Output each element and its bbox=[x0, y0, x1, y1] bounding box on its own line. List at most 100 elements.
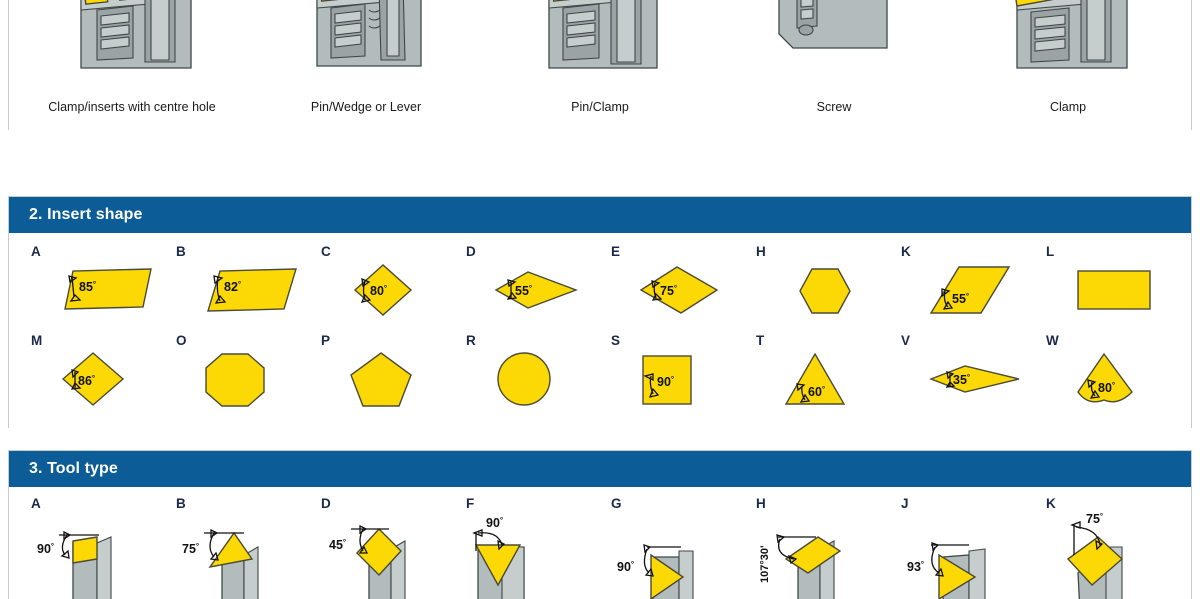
pin-clamp-icon bbox=[525, 0, 675, 86]
insert-angle: 55 bbox=[952, 292, 966, 306]
insert-shape-item-s[interactable]: S 90° bbox=[611, 324, 756, 413]
svg-text:55°: 55° bbox=[952, 292, 969, 306]
insert-shape-code: T bbox=[756, 333, 765, 348]
pin-wedge-icon bbox=[291, 0, 441, 86]
rhombic-35-icon: 35° bbox=[929, 352, 1039, 408]
rhombic-55-icon: 55° bbox=[494, 263, 604, 319]
clamping-item[interactable]: Screw bbox=[717, 0, 951, 130]
insert-shape-code: W bbox=[1046, 333, 1059, 348]
octagon-icon bbox=[204, 352, 314, 408]
svg-text:60°: 60° bbox=[808, 385, 825, 399]
tool-h-icon: 107°30' bbox=[759, 511, 902, 599]
clamping-item-label: Clamp bbox=[1049, 100, 1087, 114]
svg-text:82°: 82° bbox=[224, 280, 241, 294]
square-90-icon: 90° bbox=[639, 352, 749, 408]
tool-type-item-j[interactable]: J 93° bbox=[901, 487, 1046, 599]
tool-angle: 75 bbox=[182, 542, 196, 556]
svg-text:45°: 45° bbox=[329, 538, 346, 552]
clamping-system-section: Clamp/inserts with centre hole bbox=[8, 0, 1192, 130]
insert-shape-code: A bbox=[31, 244, 41, 259]
clamping-item[interactable]: Pin/Wedge or Lever bbox=[249, 0, 483, 130]
tool-g-icon: 90° bbox=[617, 511, 757, 599]
insert-shape-code: D bbox=[466, 244, 476, 259]
insert-shape-code: C bbox=[321, 244, 331, 259]
insert-shape-item-v[interactable]: V 35° bbox=[901, 324, 1046, 413]
tool-j-icon: 93° bbox=[907, 511, 1047, 599]
insert-shape-item-w[interactable]: W 80° bbox=[1046, 324, 1191, 413]
clamping-item-label: Pin/Wedge or Lever bbox=[310, 100, 422, 114]
insert-shape-code: B bbox=[176, 244, 186, 259]
insert-shape-code: S bbox=[611, 333, 621, 348]
clamping-item[interactable]: Pin/Clamp bbox=[483, 0, 717, 130]
tool-d-icon: 45° bbox=[327, 511, 467, 599]
insert-shape-section: 2. Insert shape A 85° bbox=[8, 196, 1192, 430]
tool-angle: 90 bbox=[617, 560, 631, 574]
insert-shape-item-m[interactable]: M 86° bbox=[31, 324, 176, 413]
insert-shape-item-b[interactable]: B 82° bbox=[176, 235, 321, 324]
svg-text:80°: 80° bbox=[370, 284, 387, 298]
tool-type-code: G bbox=[611, 496, 622, 511]
insert-angle: 80 bbox=[370, 284, 384, 298]
tool-type-item-h[interactable]: H 107°30' bbox=[756, 487, 901, 599]
tool-type-item-k[interactable]: K 75° bbox=[1046, 487, 1191, 599]
tool-b-icon: 75° bbox=[182, 511, 322, 599]
tool-angle: 90 bbox=[486, 516, 500, 530]
svg-text:90°: 90° bbox=[657, 375, 674, 389]
tool-type-item-g[interactable]: G 90° bbox=[611, 487, 756, 599]
insert-shape-item-e[interactable]: E 75° bbox=[611, 235, 756, 324]
insert-shape-item-c[interactable]: C 80° bbox=[321, 235, 466, 324]
clamping-system-grid: Clamp/inserts with centre hole bbox=[9, 0, 1191, 130]
insert-shape-item-a[interactable]: A 85° bbox=[31, 235, 176, 324]
tool-angle: 93 bbox=[907, 560, 921, 574]
rectangle-icon bbox=[1074, 263, 1184, 319]
parallelogram-82-icon: 82° bbox=[204, 263, 314, 319]
tool-type-body: A 90° bbox=[9, 487, 1191, 599]
svg-text:35°: 35° bbox=[953, 373, 970, 387]
insert-shape-item-o[interactable]: O bbox=[176, 324, 321, 413]
tool-type-item-f[interactable]: F 90° bbox=[466, 487, 611, 599]
tool-type-item-a[interactable]: A 90° bbox=[31, 487, 176, 599]
insert-shape-item-l[interactable]: L bbox=[1046, 235, 1191, 324]
insert-angle: 86 bbox=[78, 374, 92, 388]
insert-angle: 90 bbox=[657, 375, 671, 389]
insert-shape-code: P bbox=[321, 333, 331, 348]
insert-shape-item-t[interactable]: T 60° bbox=[756, 324, 901, 413]
tool-type-code: J bbox=[901, 496, 909, 511]
insert-shape-item-r[interactable]: R bbox=[466, 324, 611, 413]
round-icon bbox=[494, 352, 604, 408]
insert-shape-body: A 85° B bbox=[9, 233, 1191, 430]
insert-shape-code: H bbox=[756, 244, 766, 259]
tool-a-icon: 90° bbox=[37, 511, 177, 599]
tool-type-section: 3. Tool type A 9 bbox=[8, 450, 1192, 599]
triangle-60-icon: 60° bbox=[784, 352, 894, 408]
clamping-item-label: Clamp/inserts with centre hole bbox=[48, 100, 216, 114]
svg-text:90°: 90° bbox=[486, 516, 503, 530]
trigon-80-icon: 80° bbox=[1074, 352, 1184, 408]
clamping-item[interactable]: Clamp bbox=[951, 0, 1185, 130]
tool-type-row: A 90° bbox=[9, 487, 1191, 599]
insert-shape-item-h[interactable]: H bbox=[756, 235, 901, 324]
insert-shape-item-k[interactable]: K 55° bbox=[901, 235, 1046, 324]
svg-text:75°: 75° bbox=[660, 284, 677, 298]
insert-shape-code: V bbox=[901, 333, 911, 348]
clamping-item[interactable]: Clamp/inserts with centre hole bbox=[15, 0, 249, 130]
insert-angle: 82 bbox=[224, 280, 238, 294]
insert-angle: 85 bbox=[79, 280, 93, 294]
tool-type-item-d[interactable]: D 45° bbox=[321, 487, 466, 599]
svg-text:75°: 75° bbox=[1086, 512, 1103, 526]
insert-angle: 55 bbox=[515, 284, 529, 298]
insert-shape-row: M 86° O bbox=[9, 324, 1191, 413]
svg-text:75°: 75° bbox=[182, 542, 199, 556]
insert-shape-header: 2. Insert shape bbox=[9, 197, 1191, 233]
insert-shape-item-p[interactable]: P bbox=[321, 324, 466, 413]
insert-shape-code: O bbox=[176, 333, 187, 348]
tool-type-item-b[interactable]: B 75° bbox=[176, 487, 321, 599]
insert-angle: 60 bbox=[808, 385, 822, 399]
insert-shape-code: K bbox=[901, 244, 911, 259]
svg-text:90°: 90° bbox=[37, 542, 54, 556]
insert-shape-item-d[interactable]: D 55° bbox=[466, 235, 611, 324]
rhombic-80-icon: 80° bbox=[349, 263, 459, 319]
tool-angle: 107°30' bbox=[759, 545, 771, 583]
tool-type-code: A bbox=[31, 496, 41, 511]
